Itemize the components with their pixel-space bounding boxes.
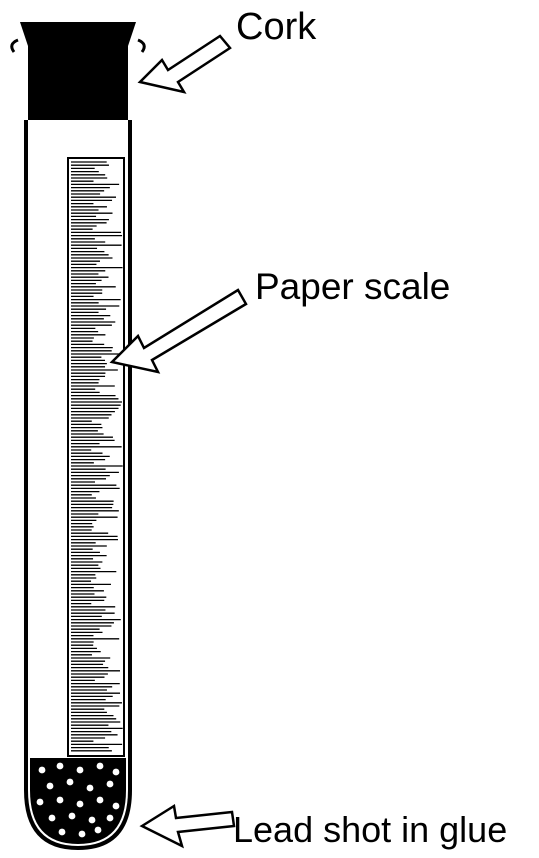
lead-shot-arrow-icon <box>139 803 236 849</box>
test-tube-outline <box>24 120 132 851</box>
paper-scale-arrow-icon <box>109 288 248 374</box>
cork <box>10 22 146 120</box>
lead-shot-pellets <box>36 762 120 838</box>
lead-shot-in-glue <box>30 758 126 844</box>
scale-markings <box>71 161 123 752</box>
cork-label: Cork <box>236 6 317 48</box>
paper-scale-label: Paper scale <box>255 266 451 307</box>
lead-shot-label: Lead shot in glue <box>233 809 508 850</box>
paper-scale <box>67 157 125 757</box>
cork-arrow-icon <box>137 34 232 94</box>
